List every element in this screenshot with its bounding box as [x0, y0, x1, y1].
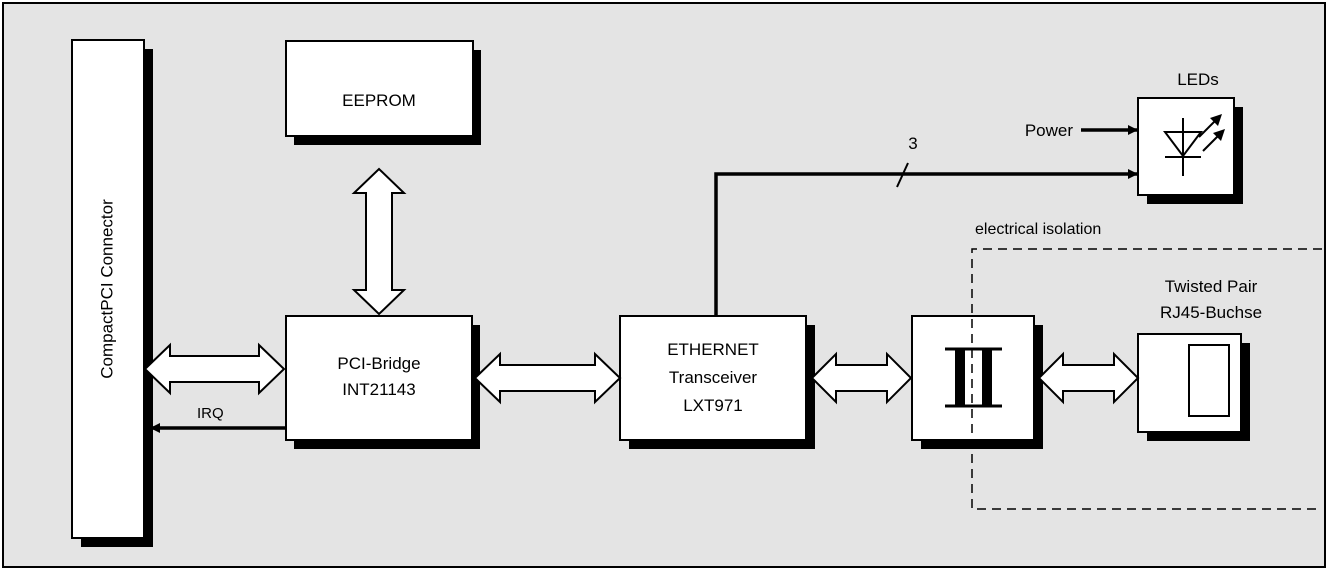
transformer-icon: [945, 347, 1002, 408]
bus-slash: [896, 162, 909, 188]
leds-block: LEDs: [1137, 70, 1243, 204]
compactpci-connector-block: CompactPCI Connector: [71, 39, 153, 547]
bus-width-label: 3: [908, 134, 917, 153]
ethernet-label-line2: Transceiver: [669, 368, 758, 387]
rj45-block: Twisted Pair RJ45-Buchse: [1137, 277, 1262, 441]
rj45-label-line2: RJ45-Buchse: [1160, 303, 1262, 322]
pci-bridge-block: PCI-Bridge INT21143: [285, 315, 480, 449]
eeprom-label: EEPROM: [342, 91, 416, 110]
transformer-rj45-arrow: [1037, 351, 1140, 405]
ethernet-label-line3: LXT971: [683, 396, 743, 415]
ethernet-transceiver-block: ETHERNET Transceiver LXT971: [619, 315, 815, 449]
pci-bridge-label-line2: INT21143: [342, 380, 415, 399]
eeprom-bridge-arrow: [351, 167, 407, 316]
led-diode-icon: [1163, 114, 1225, 176]
isolation-boundary: [971, 248, 1322, 510]
rj45-socket-icon: [1188, 344, 1230, 417]
connector-bridge-arrow: [143, 342, 286, 396]
ethernet-transformer-arrow: [810, 351, 913, 405]
power-label: Power: [1025, 121, 1074, 140]
led-bus-line: [714, 169, 1138, 316]
leds-label: LEDs: [1177, 70, 1219, 89]
compactpci-connector-label: CompactPCI Connector: [97, 199, 116, 379]
eeprom-block: EEPROM: [285, 40, 481, 145]
ethernet-label-line1: ETHERNET: [667, 340, 759, 359]
isolation-label: electrical isolation: [975, 221, 1101, 238]
rj45-label-line1: Twisted Pair: [1165, 277, 1258, 296]
irq-label: IRQ: [197, 405, 224, 422]
bridge-ethernet-arrow: [473, 351, 622, 405]
pci-bridge-label-line1: PCI-Bridge: [337, 354, 420, 373]
transformer-block: [911, 315, 1043, 449]
